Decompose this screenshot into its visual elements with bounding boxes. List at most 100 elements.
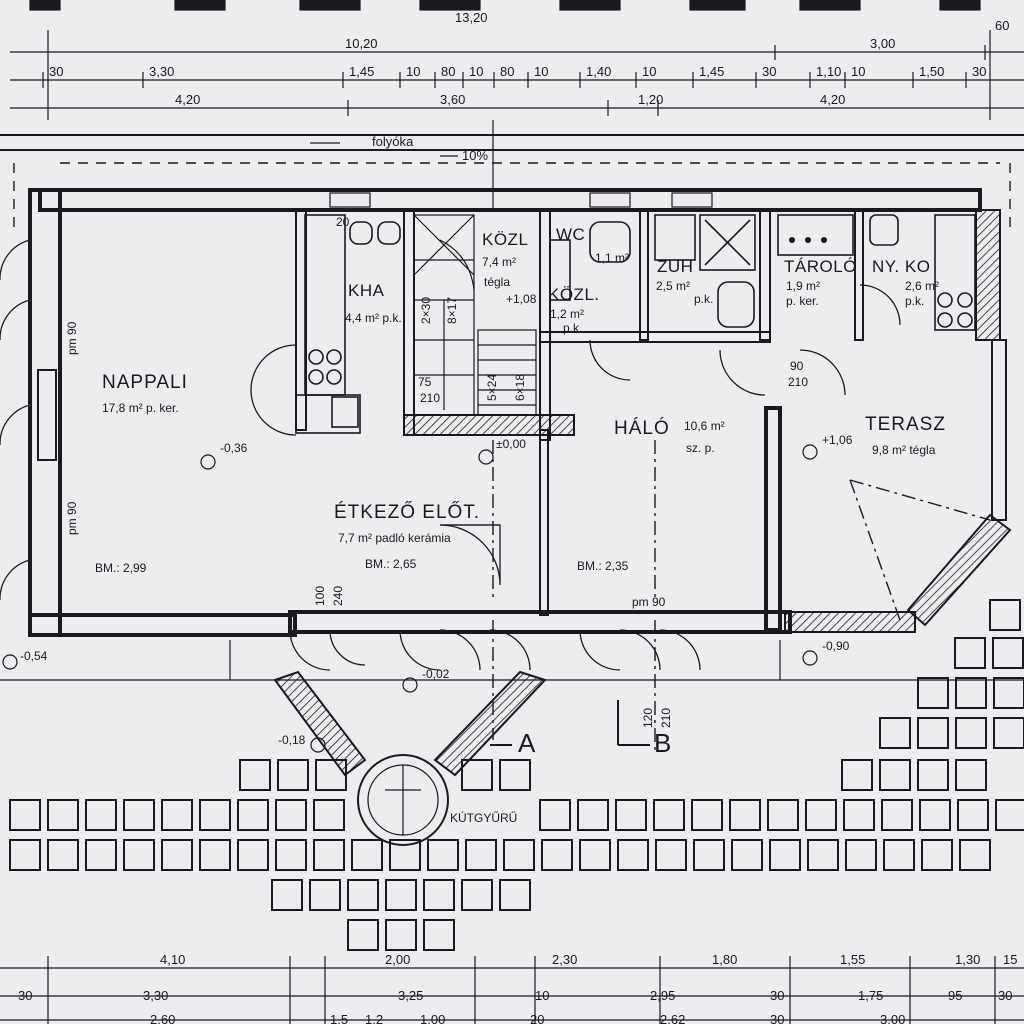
paving-tile	[313, 799, 345, 831]
level-markers: -0,36 ±0,00 +1,08 +1,06 -0,54 -0,02 -0,1…	[2, 292, 853, 753]
well-label: KÚTGYŰRŰ	[450, 810, 517, 825]
paving-tile	[655, 839, 687, 871]
dim-bottom-row1-4: 1,55	[840, 952, 865, 967]
gutter-label: folyóka	[372, 134, 414, 149]
dim-bottom-row2-5: 30	[770, 988, 784, 1003]
paving-tile	[917, 717, 949, 749]
section-b: B	[654, 728, 671, 758]
paving-tile	[579, 839, 611, 871]
dim-top-r1-2: 60	[995, 18, 1009, 33]
dim-bottom-row3-0: 2,60	[150, 1012, 175, 1024]
paving-tile	[805, 799, 837, 831]
staircase: 2×30 8×17 5×24 6×18	[413, 214, 537, 416]
paving-tile	[995, 799, 1024, 831]
paving-tile	[465, 839, 497, 871]
door-size-0: 75	[418, 375, 432, 389]
dim-bottom-row3-7: 3,00	[880, 1012, 905, 1024]
dim-top-r2-0: 30	[49, 64, 63, 79]
door-size-3: 210	[788, 375, 808, 389]
room-kozl2-area: 1,2 m²	[550, 307, 584, 321]
dim-top-r2-10: 1,45	[699, 64, 724, 79]
room-wc-area: 1,1 m²	[595, 251, 629, 265]
room-tarolo-area: 1,9 m²	[786, 279, 820, 293]
dim-bottom-row2-7: 95	[948, 988, 962, 1003]
paving-tile	[653, 799, 685, 831]
paving-tile	[85, 799, 117, 831]
stair-mark-2: 5×24	[485, 374, 499, 401]
dim-top-r2-13: 10	[851, 64, 865, 79]
paving-tile	[85, 839, 117, 871]
room-zuh-area: 2,5 m²	[656, 279, 690, 293]
room-nyko: NY. KO	[872, 257, 930, 276]
dim-top-r3-2: 1,20	[638, 92, 663, 107]
level-4: -0,54	[20, 649, 48, 663]
paving-tile	[239, 759, 271, 791]
dim-bottom-row2-1: 3,30	[143, 988, 168, 1003]
door-size-2: 90	[790, 359, 804, 373]
paving-tile	[843, 799, 875, 831]
room-nappali: NAPPALI	[102, 372, 188, 393]
paving-tile	[957, 799, 989, 831]
room-wc: WC	[556, 225, 585, 244]
dim-top-r2-11: 30	[762, 64, 776, 79]
paving-tile	[693, 839, 725, 871]
room-labels: NAPPALI 17,8 m² p. ker. BM.: 2,99 KHA 4,…	[95, 225, 946, 575]
paving-tile	[541, 839, 573, 871]
dim-top-r2-12: 1,10	[816, 64, 841, 79]
window-size-1: 20	[336, 215, 350, 229]
dim-bottom-row1-5: 1,30	[955, 952, 980, 967]
paving-tile	[917, 759, 949, 791]
paving-tile	[845, 839, 877, 871]
level-1: ±0,00	[496, 437, 526, 451]
room-halo-area: 10,6 m²	[684, 419, 725, 433]
paving-tile	[729, 799, 761, 831]
paving-tile	[351, 839, 383, 871]
paving-tile	[577, 799, 609, 831]
dim-top-r2-5: 10	[469, 64, 483, 79]
paving-tile	[807, 839, 839, 871]
room-nyko-area: 2,6 m²	[905, 279, 939, 293]
paving-tile	[9, 839, 41, 871]
dim-top-r2-1: 3,30	[149, 64, 174, 79]
room-tarolo: TÁROLÓ	[784, 257, 857, 276]
paving-tile	[389, 839, 421, 871]
dim-top-r2-9: 10	[642, 64, 656, 79]
level-6: -0,18	[278, 733, 306, 747]
dim-bottom-row1-2: 2,30	[552, 952, 577, 967]
dim-bottom-row3-5: 2,62	[660, 1012, 685, 1024]
stair-mark-1: 8×17	[445, 297, 459, 324]
level-3: +1,06	[822, 433, 853, 447]
paving-tile	[347, 919, 379, 951]
pm90-1: pm 90	[65, 321, 79, 355]
dim-bottom-row1-0: 4,10	[160, 952, 185, 967]
room-halo-height: BM.: 2,35	[577, 559, 629, 573]
dim-top-r1-1: 3,00	[870, 36, 895, 51]
paving-tile	[993, 677, 1024, 709]
level-0: -0,36	[220, 441, 248, 455]
paving-tile	[277, 759, 309, 791]
paving-tile	[879, 759, 911, 791]
paving-tile	[199, 839, 231, 871]
dim-bottom-row1-6: 15	[1003, 952, 1017, 967]
dim-top-r2-15: 30	[972, 64, 986, 79]
room-kozl2: KÖZL.	[548, 285, 600, 304]
dim-top-r3-0: 4,20	[175, 92, 200, 107]
level-5: -0,02	[422, 667, 450, 681]
room-terasz: TERASZ	[865, 414, 946, 435]
paving-tiles	[9, 599, 1024, 951]
paving-tile	[161, 839, 193, 871]
eaves-gutter: folyóka 10%	[0, 120, 1024, 230]
dim-bottom-row3-4: 20	[530, 1012, 544, 1024]
paving-tile	[313, 839, 345, 871]
paving-tile	[841, 759, 873, 791]
paving-tile	[161, 799, 193, 831]
door-size-1: 210	[420, 391, 440, 405]
paving-tile	[123, 839, 155, 871]
room-kha: KHA	[348, 281, 385, 300]
paving-tile	[919, 799, 951, 831]
dim-top-r3-1: 3,60	[440, 92, 465, 107]
paving-tile	[237, 839, 269, 871]
paving-tile	[881, 799, 913, 831]
paving-tile	[347, 879, 379, 911]
dim-top-r2-4: 80	[441, 64, 455, 79]
